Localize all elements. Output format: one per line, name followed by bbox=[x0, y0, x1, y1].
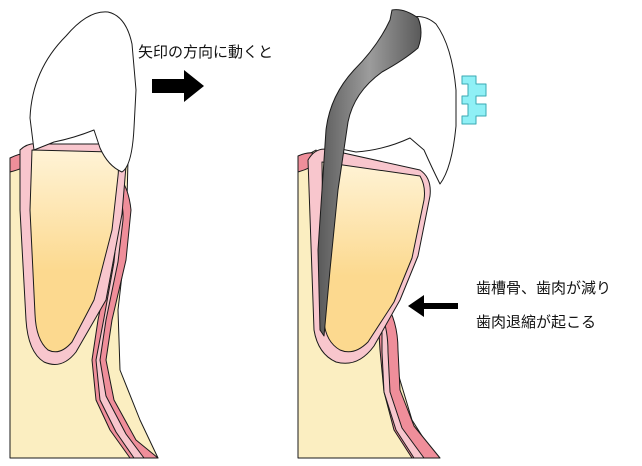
tooth-after bbox=[297, 9, 487, 459]
tooth-before bbox=[9, 11, 159, 459]
root-right bbox=[321, 161, 425, 353]
effect-caption-line-2: 歯肉退縮が起こる bbox=[476, 313, 597, 331]
movement-caption: 矢印の方向に動くと bbox=[138, 43, 274, 61]
metal-retainer bbox=[317, 9, 422, 337]
arrow-right-icon bbox=[152, 70, 204, 102]
arrow-left-icon bbox=[408, 295, 458, 317]
effect-caption-line-1: 歯槽骨、歯肉が減り bbox=[476, 279, 612, 297]
crown-left bbox=[29, 11, 137, 173]
orthodontic-bracket-icon bbox=[461, 75, 487, 125]
